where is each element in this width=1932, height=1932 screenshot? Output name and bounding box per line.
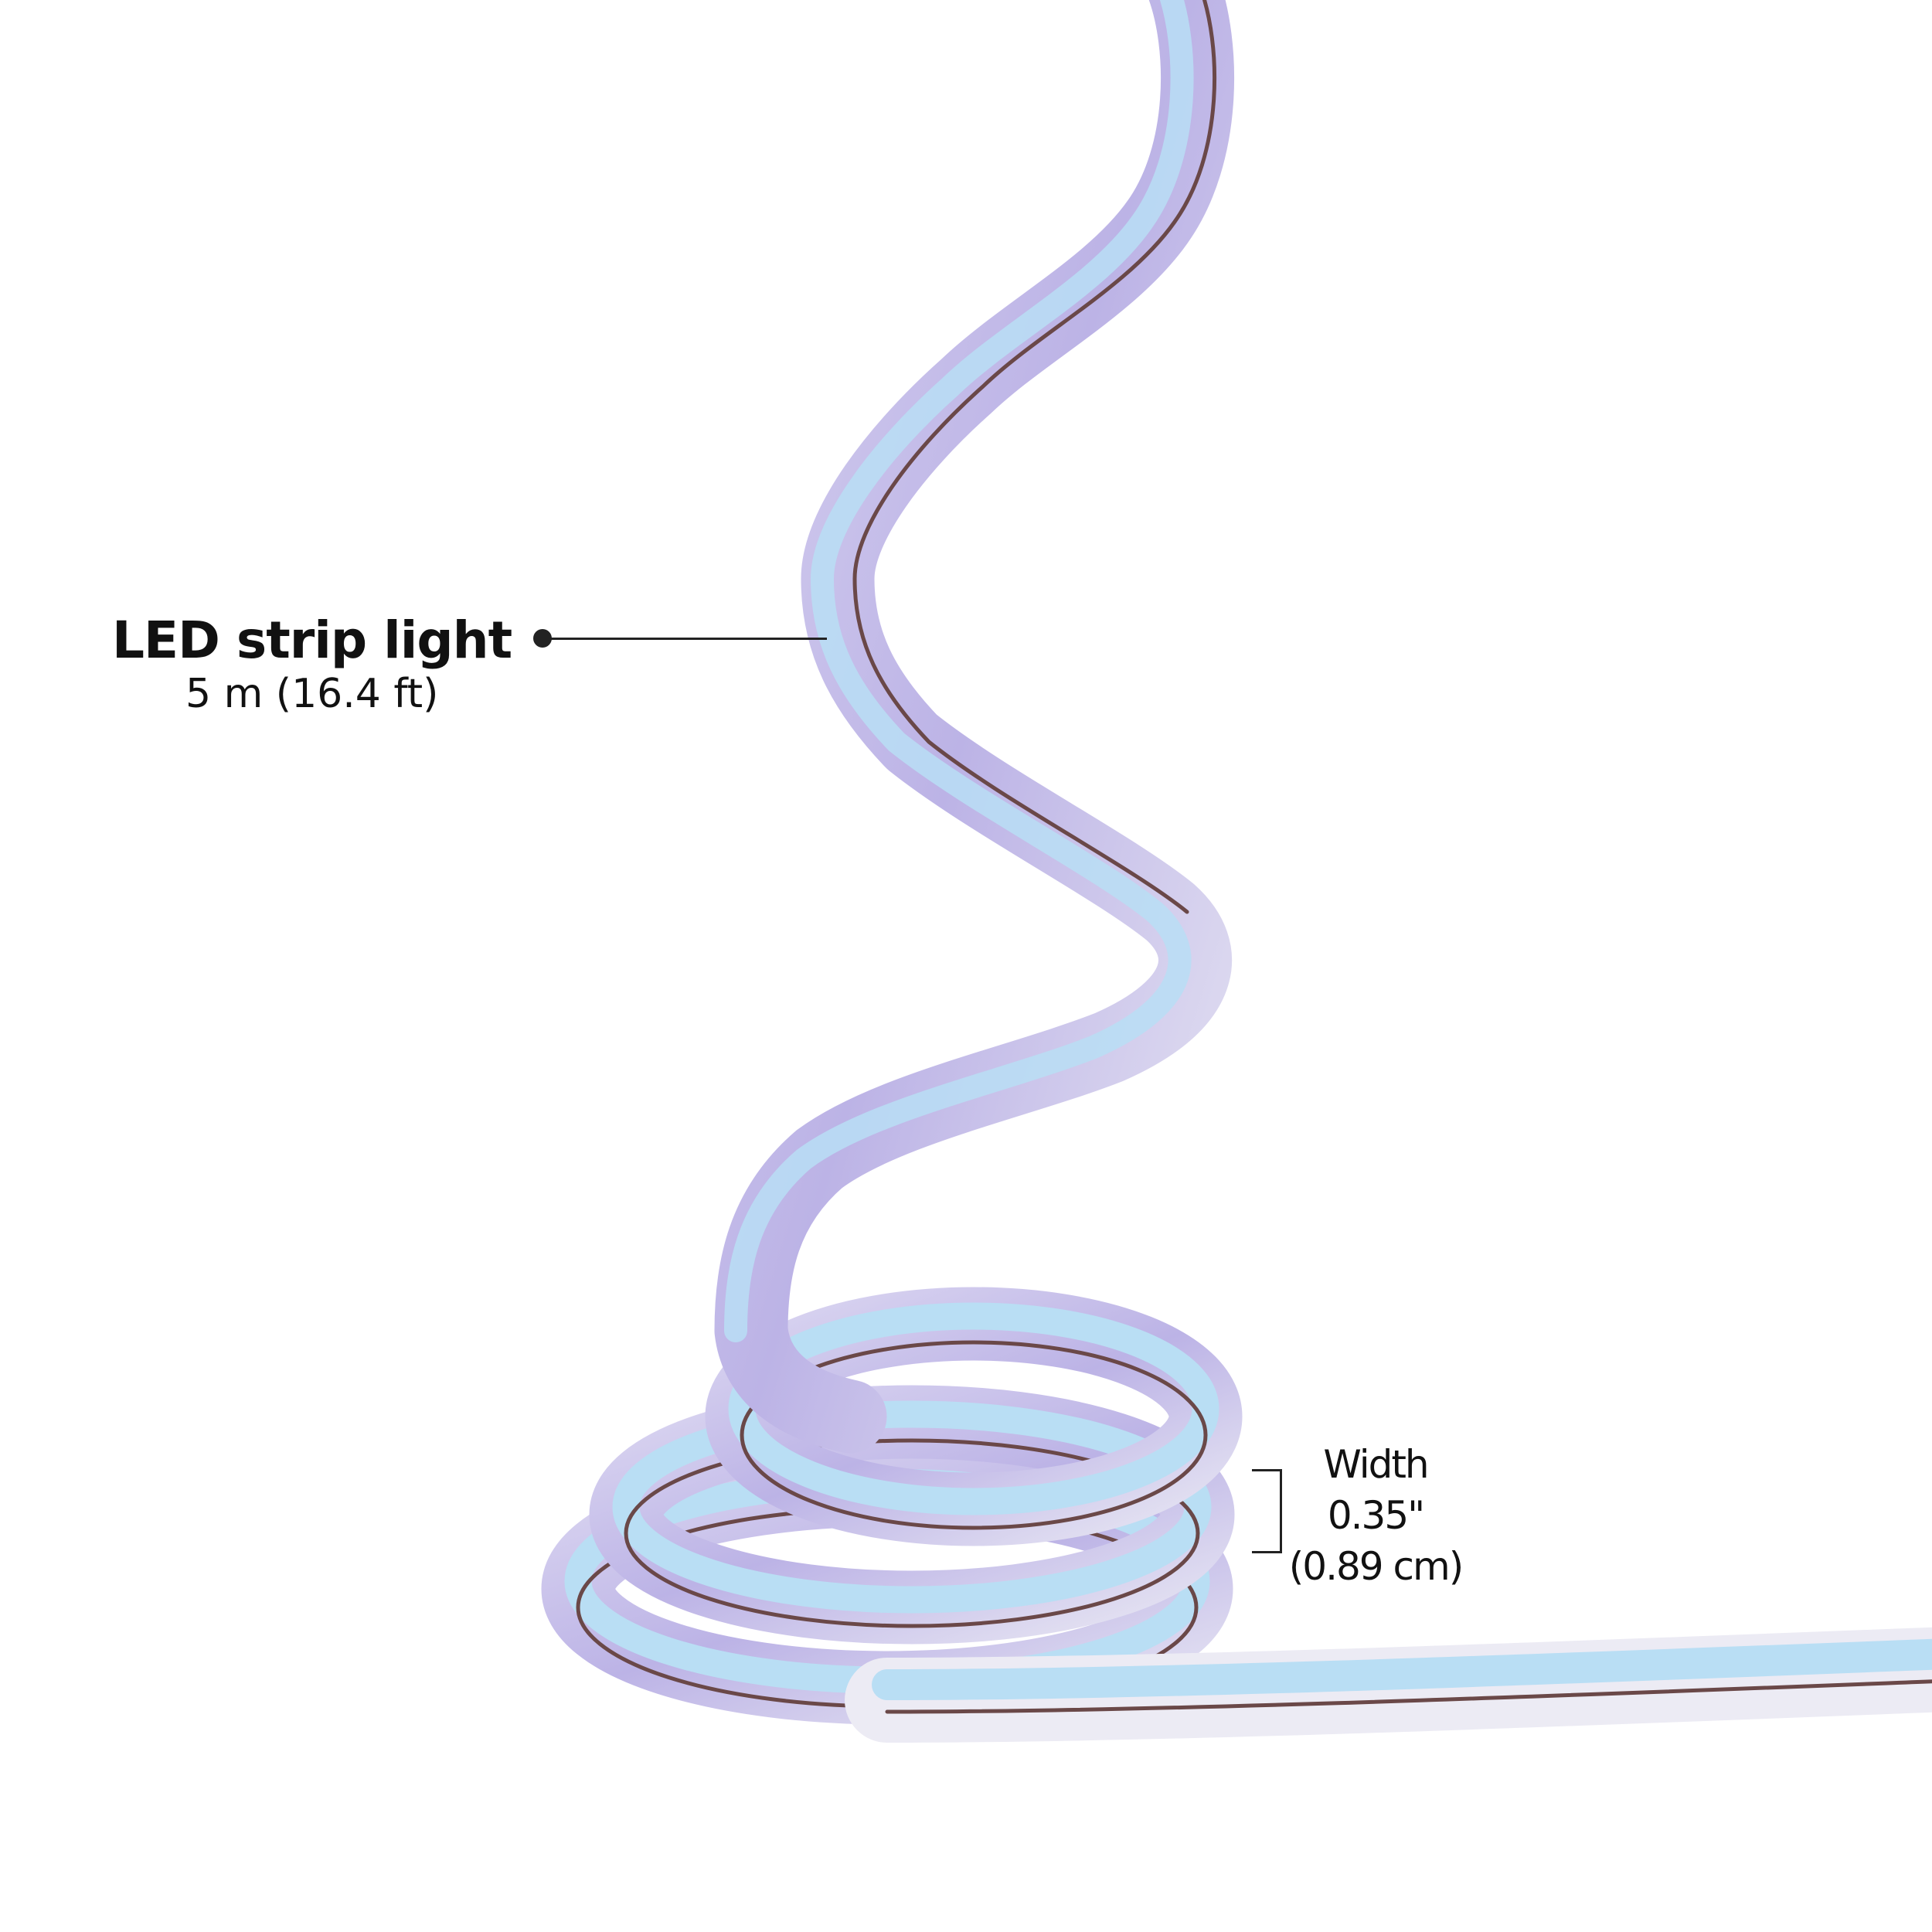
width-label: Width — [1323, 1442, 1429, 1487]
callout-leader-line — [543, 638, 827, 640]
width-inches: 0.35" — [1327, 1493, 1425, 1538]
width-cm: (0.89 cm) — [1288, 1544, 1464, 1589]
strip-spiral — [714, 0, 1235, 1454]
strip-length: 5 m (16.4 ft) — [185, 671, 439, 717]
width-callout: Width 0.35" (0.89 cm) — [1283, 1439, 1468, 1592]
width-bracket-icon — [1252, 1469, 1282, 1553]
strip-coils — [541, 1287, 1243, 1725]
strip-title: LED strip light — [112, 611, 512, 670]
